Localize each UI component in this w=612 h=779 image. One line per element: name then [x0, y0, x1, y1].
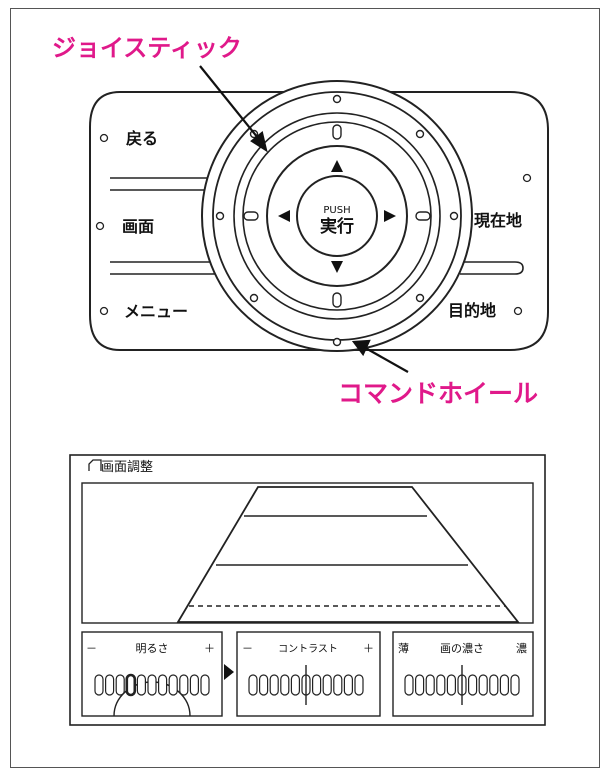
contrast-box[interactable] — [236, 631, 381, 717]
color-segment — [436, 674, 446, 696]
color-box[interactable] — [392, 631, 534, 717]
arrow-right-icon[interactable] — [384, 210, 396, 222]
contrast-segment — [248, 674, 258, 696]
color-segment — [468, 674, 478, 696]
brightness-segment — [136, 674, 146, 696]
current-location-button[interactable]: 現在地 — [474, 211, 522, 230]
callout-arrows — [199, 65, 409, 373]
color-segment — [446, 674, 456, 696]
contrast-segment — [343, 674, 353, 696]
color-left: 薄 — [398, 641, 409, 655]
screen-adjust-panel — [69, 454, 546, 726]
color-segment — [404, 674, 414, 696]
brightness-box[interactable] — [81, 631, 223, 717]
brightness-segment — [189, 674, 199, 696]
color-segment — [499, 674, 509, 696]
arrow-down-icon[interactable] — [331, 261, 343, 273]
brightness-segment — [94, 674, 104, 696]
slider-group — [94, 665, 520, 705]
brightness-segment — [147, 674, 157, 696]
contrast-segment — [354, 674, 364, 696]
execute-label: 実行 — [320, 216, 354, 237]
color-segment — [415, 674, 425, 696]
back-button[interactable]: 戻る — [125, 129, 158, 148]
color-segment — [510, 674, 520, 696]
contrast-plus: ＋ — [363, 642, 374, 655]
brightness-label: 明るさ — [136, 642, 169, 655]
joystick[interactable] — [278, 160, 396, 273]
brightness-minus: － — [86, 642, 97, 655]
contrast-label: コントラスト — [278, 643, 338, 655]
contrast-segment — [269, 674, 279, 696]
brightness-segment — [179, 674, 189, 696]
contrast-segment — [280, 674, 290, 696]
contrast-segment — [259, 674, 269, 696]
command-wheel-callout: コマンドホイール — [338, 379, 539, 408]
color-label: 画の濃さ — [440, 641, 484, 655]
selected-pointer-icon — [224, 664, 234, 680]
brightness-segment — [104, 674, 115, 696]
brightness-segment — [125, 673, 137, 697]
brightness-plus: ＋ — [204, 642, 215, 655]
contrast-segment — [333, 674, 343, 696]
push-label: PUSH — [323, 205, 350, 216]
screen-adjust-title: 画面調整 — [101, 460, 153, 475]
destination-button[interactable]: 目的地 — [448, 301, 496, 320]
menu-button[interactable]: メニュー — [124, 302, 188, 321]
joystick-callout: ジョイスティック — [52, 34, 242, 62]
color-segment — [425, 674, 435, 696]
brightness-segment — [168, 674, 178, 696]
brightness-segment — [115, 674, 125, 696]
contrast-segment — [312, 674, 322, 696]
contrast-segment — [290, 674, 300, 696]
screen-button[interactable]: 画面 — [122, 217, 154, 236]
center-button[interactable] — [296, 175, 378, 257]
contrast-minus: － — [242, 642, 253, 655]
color-segment — [489, 674, 499, 696]
figure-frame — [10, 8, 600, 768]
brightness-segment — [158, 674, 168, 696]
color-right: 濃 — [516, 641, 527, 655]
arrow-up-icon[interactable] — [331, 160, 343, 172]
color-segment — [478, 674, 488, 696]
contrast-segment — [322, 674, 332, 696]
brightness-segment — [200, 674, 210, 696]
arrow-left-icon[interactable] — [278, 210, 290, 222]
